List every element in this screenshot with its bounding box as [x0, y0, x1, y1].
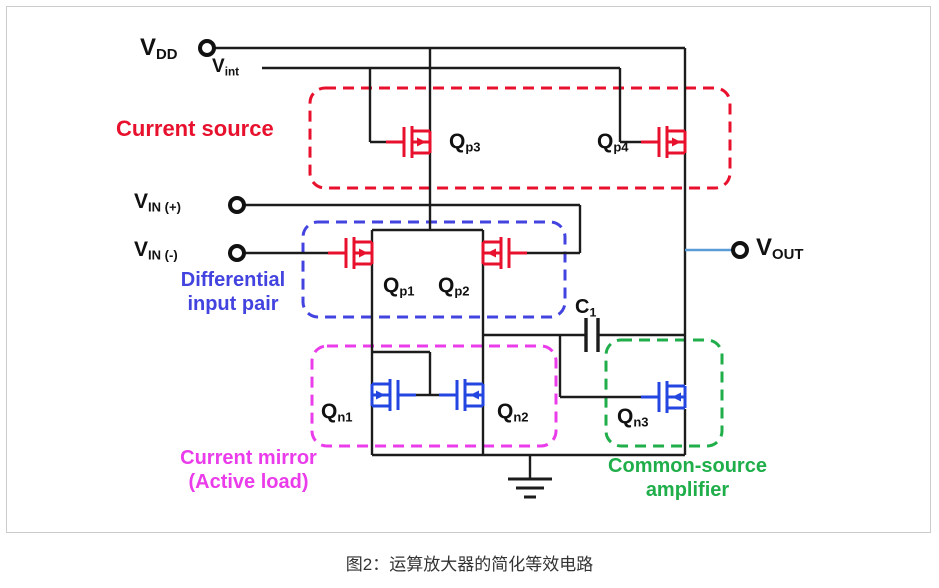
qn3-label: Qn3 — [617, 405, 649, 430]
qn2-mosfet-symbol — [437, 377, 485, 413]
figure-caption: 图2：运算放大器的简化等效电路 — [345, 555, 594, 574]
qp3-mosfet-symbol — [384, 124, 432, 160]
vout-label: VOUT — [756, 234, 804, 264]
vout-terminal — [731, 241, 749, 259]
differential-input-pair-group-label: Differential input pair — [180, 269, 286, 315]
vin-plus-terminal — [228, 196, 246, 214]
vin-plus-label: VIN (+) — [134, 190, 181, 215]
differential-input-pair-box — [301, 220, 567, 319]
current-mirror-group-label: Current mirror (Active load) — [180, 447, 317, 493]
qp4-label: Qp4 — [597, 130, 629, 155]
current-source-group-label: Current source — [116, 116, 274, 141]
qp4-mosfet-symbol — [639, 124, 687, 160]
capacitor-c1-label: C1 — [575, 296, 597, 320]
opamp-circuit-diagram — [198, 39, 749, 499]
pmos-transistors — [326, 124, 687, 271]
circuit-wires — [215, 46, 687, 479]
qp3-label: Qp3 — [449, 130, 481, 155]
qp1-mosfet-symbol — [326, 235, 374, 271]
ground-symbol — [508, 477, 552, 499]
current-source-box — [308, 86, 732, 190]
qn1-mosfet-symbol — [370, 377, 418, 413]
vin-minus-label: VIN (-) — [134, 238, 178, 263]
vdd-terminal — [198, 39, 216, 57]
vint-label: Vint — [212, 56, 240, 79]
capacitor-c1-symbol — [584, 318, 600, 352]
qp2-mosfet-symbol — [481, 235, 529, 271]
current-mirror-box — [310, 344, 558, 448]
qp1-label: Qp1 — [383, 274, 415, 299]
common-source-amplifier-box — [604, 338, 724, 448]
common-source-amplifier-group-label: Common-source amplifier — [608, 455, 767, 501]
vin-minus-terminal — [228, 244, 246, 262]
qn1-label: Qn1 — [321, 400, 353, 425]
vdd-label: VDD — [140, 34, 178, 64]
qp2-label: Qp2 — [438, 274, 470, 299]
qn2-label: Qn2 — [497, 400, 529, 425]
